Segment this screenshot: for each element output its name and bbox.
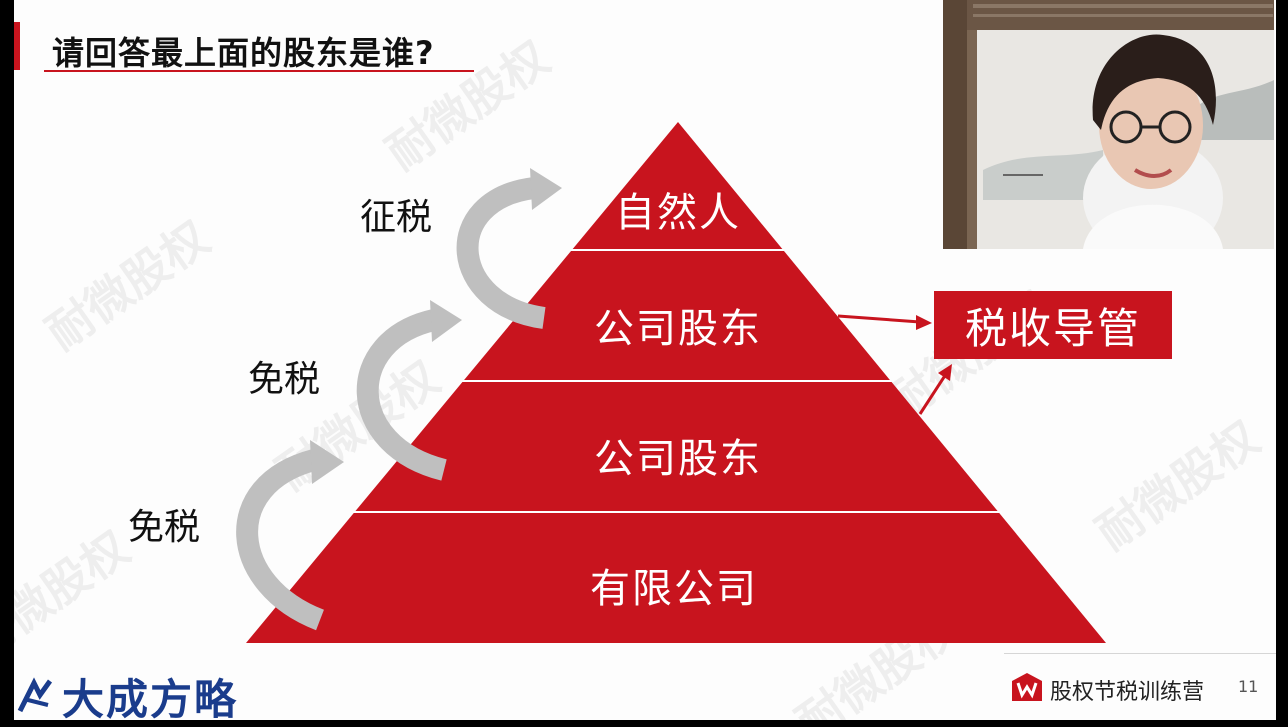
tier-label-corporate-shareholder: 公司股东	[594, 436, 762, 482]
tax-conduit-callout: 税收导管	[934, 291, 1172, 359]
tier-label-limited-company: 有限公司	[590, 566, 758, 612]
brand-name: 大成方略	[62, 674, 239, 724]
side-label-tax-exempt: 免税	[248, 359, 321, 400]
pyramid-diagram	[236, 122, 1106, 643]
title-accent-bar	[14, 22, 20, 70]
program-name: 股权节税训练营	[1050, 680, 1205, 705]
brand-logo: 大成方略	[14, 672, 238, 724]
title-underline	[44, 70, 474, 72]
brand-mark-icon	[14, 675, 56, 717]
side-label-tax-exempt: 免税	[128, 507, 201, 548]
tier-label-natural-person: 自然人	[615, 190, 741, 236]
arrow-head-icon	[310, 168, 562, 484]
curved-arrow-icon	[236, 177, 546, 631]
footer-divider	[1004, 653, 1276, 654]
presenter-video-icon	[943, 0, 1274, 249]
window-edge	[1276, 0, 1288, 720]
side-label-taxed: 征税	[360, 197, 433, 238]
program-logo-icon	[1012, 673, 1042, 701]
pointer-arrow-icon	[837, 314, 952, 415]
page-number: 11	[1238, 677, 1259, 696]
tier-label-corporate-shareholder: 公司股东	[594, 306, 762, 352]
webcam-video-overlay	[943, 0, 1274, 249]
page-title: 请回答最上面的股东是谁?	[52, 34, 435, 72]
